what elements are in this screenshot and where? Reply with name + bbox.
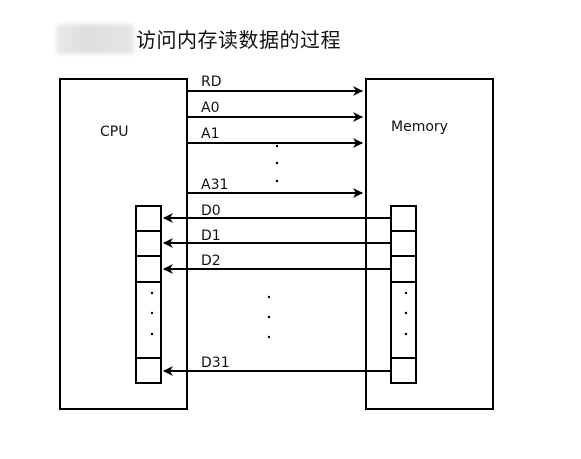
cpu-register-outline [135,205,162,384]
d0-label: D0 [201,203,221,219]
a31-label: A31 [201,177,228,193]
cpu-data-register [135,205,162,384]
memory-cells-outline [390,205,417,384]
data-gap-dot [267,335,271,339]
diagram-title: 访问内存读数据的过程 [136,28,341,52]
address-gap-dot [275,179,279,183]
address-gap-dot [275,144,279,148]
memory-label: Memory [391,119,448,135]
rd-label: RD [201,74,222,90]
memory-data-cells [390,205,417,384]
d2-label: D2 [201,253,221,269]
d31-label: D31 [201,355,230,371]
a1-label: A1 [201,126,219,142]
a0-label: A0 [201,100,219,116]
cpu-register-dot [150,311,154,315]
memory-cell-dot [404,291,408,295]
data-gap-dot [267,295,271,299]
memory-cell-dot [404,311,408,315]
cpu-register-dot [150,332,154,336]
memory-cell-dot [404,332,408,336]
cpu-label: CPU [100,124,128,140]
cpu-register-dot [150,291,154,295]
d1-label: D1 [201,228,221,244]
address-gap-dot [275,161,279,165]
data-gap-dot [267,315,271,319]
redacted-caption-prefix [56,24,134,54]
